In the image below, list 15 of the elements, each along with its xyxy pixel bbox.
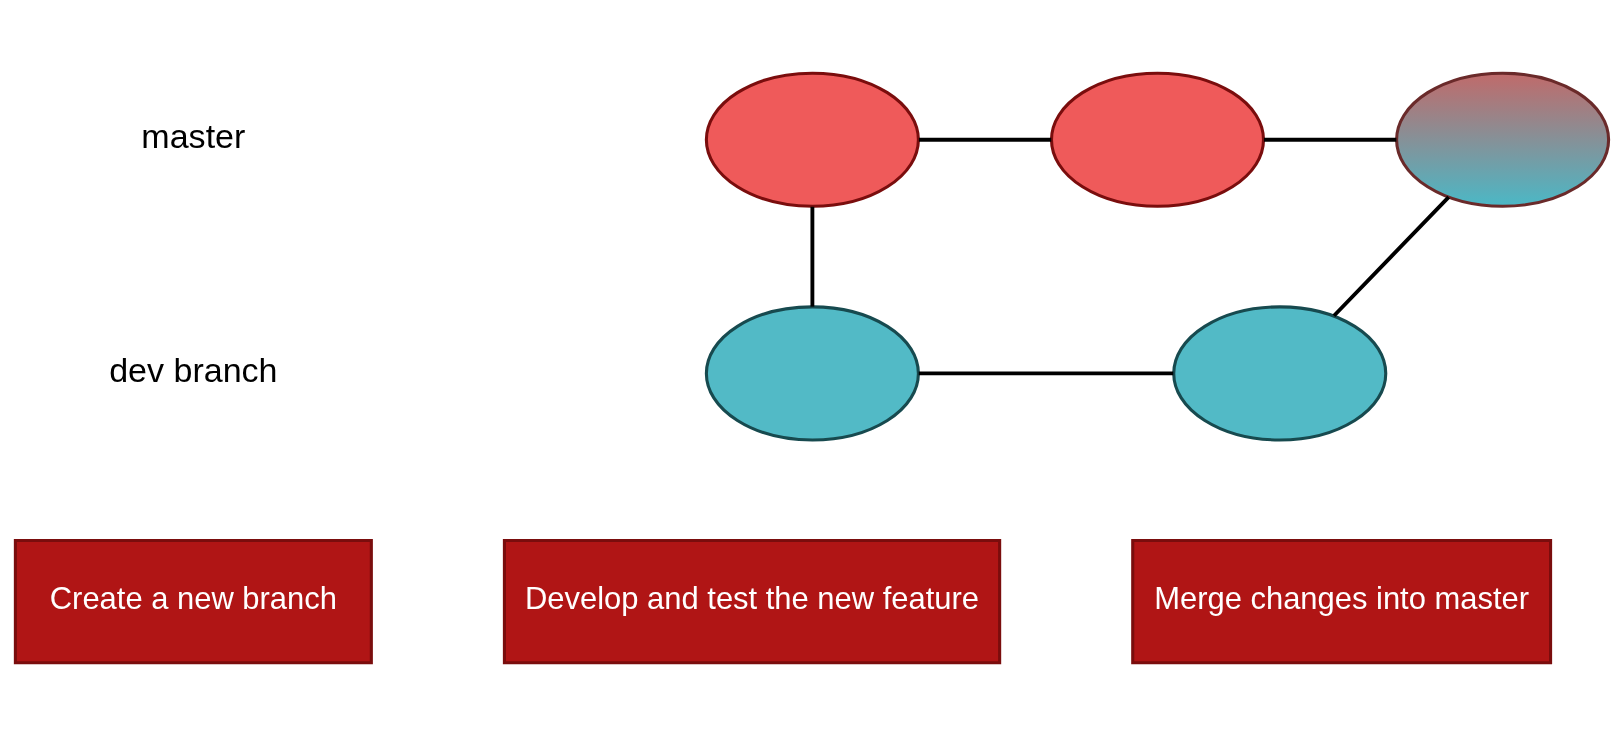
node-box: Create a new branch: [13, 538, 373, 664]
node-ellipse: [1395, 71, 1611, 208]
node-ellipse: [1049, 71, 1266, 208]
connector: [918, 137, 1052, 142]
connector: [810, 206, 815, 307]
connector: [918, 371, 1174, 375]
label: dev branch: [109, 350, 278, 389]
connector: [1332, 195, 1451, 317]
connector: [1264, 137, 1397, 142]
node-ellipse: [1172, 304, 1388, 441]
label: master: [141, 116, 246, 155]
node-box: Develop and test the new feature: [502, 538, 1002, 664]
node-ellipse: [704, 304, 920, 441]
node-ellipse: [704, 71, 920, 208]
node-box: Merge changes into master: [1131, 538, 1553, 664]
